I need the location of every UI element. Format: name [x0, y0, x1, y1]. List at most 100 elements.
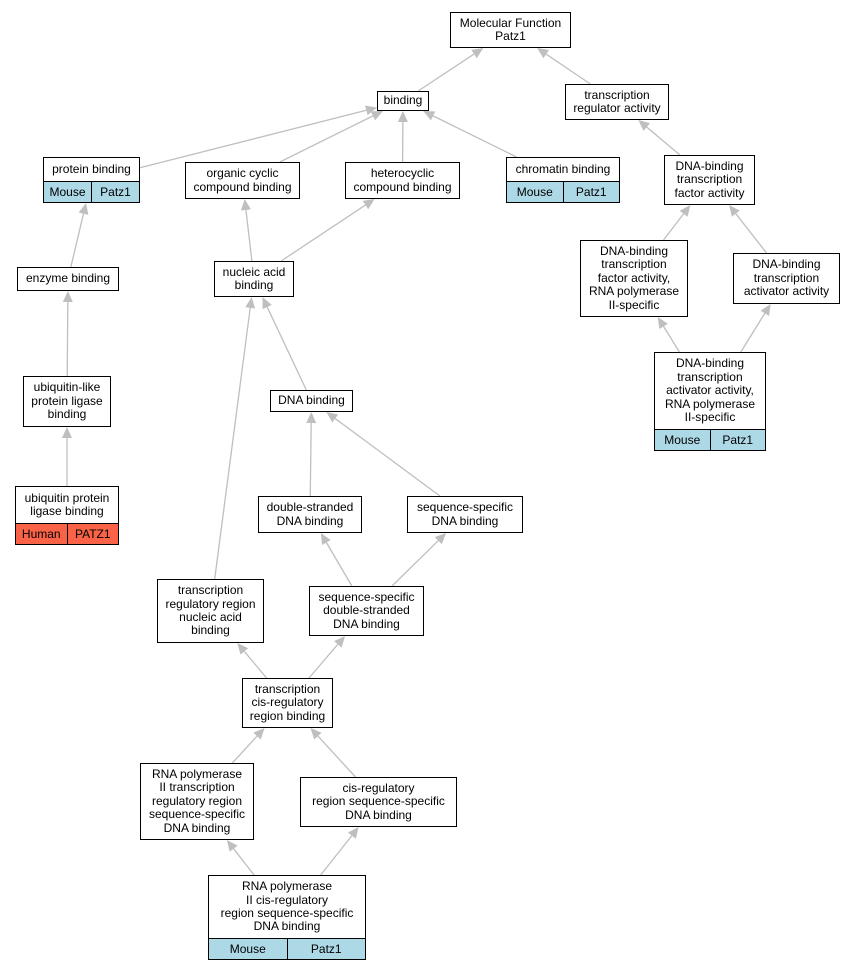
edge-dbtaa_pol2-to-dbtfa_pol2	[663, 326, 680, 353]
arrowhead-organic-to-binding	[370, 111, 383, 121]
node-label: nucleic acid binding	[222, 264, 286, 292]
arrowhead-dbtfa_pol2-to-dbtfa	[679, 205, 691, 217]
node-label: transcription regulator activity	[573, 87, 661, 115]
edge-rnap2trr-to-cisreg	[231, 735, 258, 764]
node-label: heterocyclic compound binding	[353, 166, 452, 194]
edge-protein-to-binding	[139, 109, 367, 169]
node-heterocyclic-compound-binding[interactable]: heterocyclic compound binding	[345, 162, 460, 199]
arrowhead-dbtaa-to-dbtfa	[729, 205, 740, 217]
node-label: sequence-specific double-stranded DNA bi…	[318, 589, 415, 631]
edge-dbtfa_pol2-to-dbtfa	[662, 213, 685, 241]
node-organic-cyclic-compound-binding[interactable]: organic cyclic compound binding	[185, 162, 300, 199]
node-label: cis-regulatory region sequence-specific …	[312, 780, 445, 822]
node-label: binding	[383, 93, 423, 108]
gene-cell: PATZ1	[66, 524, 118, 544]
node-label: double-stranded DNA binding	[266, 500, 354, 528]
node-transcription-regulatory-region-nucleic-acid-binding[interactable]: transcription regulatory region nucleic …	[157, 579, 264, 643]
node-sequence-specific-double-stranded-dna-binding[interactable]: sequence-specific double-stranded DNA bi…	[309, 586, 424, 636]
node-label: transcription cis-regulatory region bind…	[249, 681, 326, 723]
node-label: sequence-specific DNA binding	[416, 500, 514, 528]
arrowhead-rnap2cis-to-rnap2trr	[226, 840, 238, 852]
edge-ss-to-dna	[334, 418, 441, 497]
node-label: ubiquitin-like protein ligase binding	[31, 380, 103, 422]
edge-dbtaa-to-dbtfa	[735, 213, 768, 254]
node-ubiquitin-like-protein-ligase-binding[interactable]: ubiquitin-like protein ligase binding	[23, 376, 111, 427]
edge-dbtfa-to-trreg	[646, 126, 681, 156]
arrowhead-rnap2cis-to-cisrss	[347, 827, 359, 839]
species-cell: Mouse	[209, 939, 287, 959]
arrowhead-cisreg-to-ssds	[334, 636, 346, 648]
node-label: DNA-binding transcription factor activit…	[674, 158, 745, 200]
arrowhead-nucleic-to-hetero	[362, 199, 375, 210]
arrowhead-ss-to-dna	[326, 412, 339, 423]
species-cell: Human	[16, 524, 67, 544]
edge-cisreg-to-ssds	[308, 643, 339, 679]
node-enzyme-binding[interactable]: enzyme binding	[17, 267, 119, 291]
arrowhead-chromatin-to-binding	[423, 111, 436, 121]
node-label: RNA polymerase II transcription regulato…	[148, 766, 246, 835]
arrowhead-ssds-to-ss	[434, 533, 447, 545]
node-transcription-regulator-activity[interactable]: transcription regulator activity	[565, 84, 669, 120]
edge-binding-to-mf	[417, 53, 475, 92]
edge-dbtaa_pol2-to-dbtaa	[740, 312, 766, 353]
node-rna-polymerase-ii-cis-regulatory-region-binding[interactable]: RNA polymerase II cis-regulatory region …	[208, 875, 366, 960]
edge-dna-to-nucleic	[266, 306, 307, 391]
edge-trreg-to-mf	[545, 53, 591, 85]
node-transcription-cis-regulatory-region-binding[interactable]: transcription cis-regulatory region bind…	[242, 678, 333, 728]
arrowhead-enzyme-to-protein	[78, 203, 89, 215]
edge-organic-to-binding	[279, 115, 374, 163]
edge-nucleic-to-hetero	[280, 204, 366, 262]
node-label: chromatin binding	[515, 161, 611, 176]
gene-cell: Patz1	[91, 182, 139, 202]
node-label: DNA-binding transcription activator acti…	[743, 257, 830, 299]
edge-ssds-to-ds	[325, 542, 353, 587]
arrowhead-trrna-to-nucleic	[245, 297, 256, 309]
arrowhead-ubl-to-enzyme	[62, 291, 73, 303]
node-label: DNA-binding transcription activator acti…	[664, 356, 756, 425]
arrowhead-cisreg-to-trrna	[237, 643, 249, 655]
node-binding[interactable]: binding	[377, 91, 429, 111]
node-dna-binding[interactable]: DNA binding	[270, 390, 353, 412]
node-label: transcription regulatory region nucleic …	[165, 583, 256, 638]
gene-cell: Patz1	[286, 939, 365, 959]
node-label: ubiquitin protein ligase binding	[24, 490, 110, 518]
node-cis-regulatory-region-sequence-specific-dna-binding[interactable]: cis-regulatory region sequence-specific …	[300, 777, 457, 827]
node-label: Molecular Function Patz1	[459, 15, 562, 43]
node-dna-binding-ta-activity-pol2[interactable]: DNA-binding transcription activator acti…	[654, 352, 766, 451]
node-label: protein binding	[52, 161, 131, 176]
arrowhead-dna-to-nucleic	[262, 297, 272, 310]
edge-rnap2cis-to-cisrss	[320, 835, 353, 876]
arrowhead-dbtaa_pol2-to-dbtfa_pol2	[657, 317, 668, 329]
node-sequence-specific-dna-binding[interactable]: sequence-specific DNA binding	[407, 496, 523, 533]
node-molecular-function[interactable]: Molecular Function Patz1	[450, 12, 571, 48]
edge-ds-to-dna	[309, 422, 312, 497]
node-label: RNA polymerase II cis-regulatory region …	[220, 879, 354, 934]
species-cell: Mouse	[655, 430, 710, 450]
node-dna-binding-transcription-factor-activity[interactable]: DNA-binding transcription factor activit…	[664, 155, 755, 205]
species-cell: Mouse	[44, 182, 91, 202]
node-label: organic cyclic compound binding	[193, 166, 292, 194]
node-label: DNA binding	[278, 393, 345, 408]
node-nucleic-acid-binding[interactable]: nucleic acid binding	[214, 261, 294, 297]
edge-nucleic-to-organic	[245, 209, 253, 262]
edge-trrna-to-nucleic	[214, 307, 251, 580]
node-dna-binding-tf-activity-pol2[interactable]: DNA-binding transcription factor activit…	[580, 240, 688, 317]
edge-cisrss-to-cisreg	[317, 735, 356, 778]
edge-ubl-to-enzyme	[66, 301, 69, 377]
node-rna-polymerase-ii-transcription-regulatory-region-binding[interactable]: RNA polymerase II transcription regulato…	[140, 763, 254, 840]
node-double-stranded-dna-binding[interactable]: double-stranded DNA binding	[258, 496, 362, 533]
arrowhead-hetero-to-binding	[397, 111, 408, 123]
node-dna-binding-transcription-activator-activity[interactable]: DNA-binding transcription activator acti…	[733, 253, 840, 304]
gene-cell: Patz1	[709, 430, 765, 450]
arrowhead-cisrss-to-cisreg	[310, 728, 322, 740]
arrowhead-dbtfa-to-trreg	[638, 120, 650, 131]
